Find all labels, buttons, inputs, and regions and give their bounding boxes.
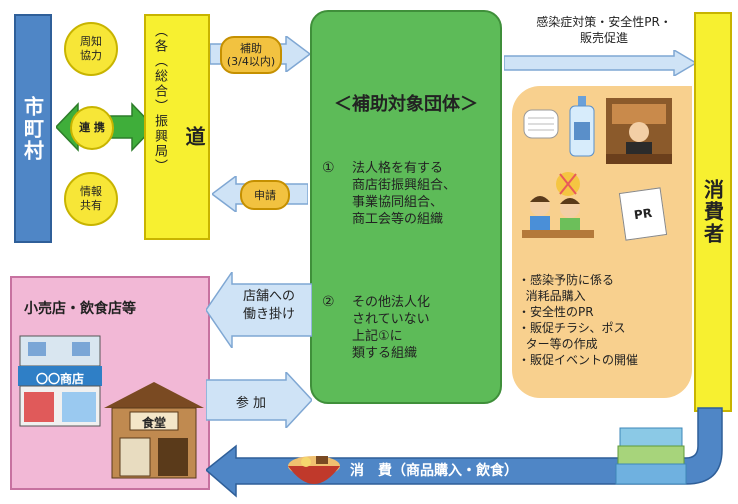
- measures-arrow: [504, 50, 696, 76]
- event-kids-icon: [522, 172, 594, 238]
- application-label: 申請: [254, 189, 276, 202]
- cooperate-circle: 連 携: [70, 106, 114, 150]
- clothes-icon: [615, 427, 687, 485]
- measure-list: ・感染予防に係る 消耗品購入 ・安全性のPR ・販促チラシ、ポス ター等の作成 …: [518, 272, 688, 368]
- cooperate-label: 連 携: [79, 121, 105, 134]
- measure-item: ・販促チラシ、ポス ター等の作成: [518, 321, 626, 351]
- participate-label: 参 加: [235, 396, 267, 411]
- consumption-arrow: [206, 407, 723, 498]
- item1-num: ①: [322, 160, 335, 176]
- subsidy-pill: 補助 (3/4以内): [220, 36, 282, 74]
- shop-sign: 〇〇商店: [35, 372, 84, 386]
- retail-title: 小売店・飲食店等: [24, 301, 136, 317]
- notify-circle: 周知 協力: [64, 22, 118, 76]
- ramen-icon: [288, 456, 340, 484]
- item1-text: 法人格を有する 商店街振興組合、 事業協同組合、 商工会等の組織: [352, 161, 457, 227]
- item2-text: その他法人化 されていない 上記①に 類する組織: [352, 295, 431, 361]
- mask-icon: [523, 109, 559, 139]
- restaurant-sign: 食堂: [141, 416, 166, 430]
- target-groups-title: ＜補助対象団体＞: [334, 94, 478, 115]
- target-groups-box: ＜補助対象団体＞ ① 法人格を有する 商店街振興組合、 事業協同組合、 商工会等…: [310, 10, 502, 404]
- application-pill: 申請: [240, 180, 290, 210]
- sanitizer-icon: [569, 96, 595, 157]
- measure-item: ・販促イベントの開催: [518, 353, 639, 367]
- consumer-box: 消費者: [694, 12, 732, 412]
- item2-num: ②: [322, 294, 335, 310]
- municipality-box: 市町村: [14, 14, 52, 243]
- prefecture-box: （各（総合）振興局） 道: [144, 14, 210, 240]
- consumption-label: 消 費（商品購入・飲食）: [350, 463, 518, 479]
- restaurant-illustration: [104, 382, 204, 479]
- outreach-label: 店舗への 働き掛け: [242, 289, 295, 322]
- consumer-label: 消費者: [700, 179, 725, 245]
- prefecture-label: 道: [182, 126, 206, 148]
- subsidy-label: 補助 (3/4以内): [226, 42, 276, 68]
- municipality-label: 市町村: [20, 95, 45, 162]
- prefecture-sub: （各（総合）振興局）: [152, 24, 167, 174]
- notify-label: 周知 協力: [80, 35, 102, 62]
- measure-item: ・安全性のPR: [518, 305, 594, 319]
- shopkeeper-icon: [606, 98, 672, 164]
- outreach-arrow: [206, 272, 312, 348]
- measure-item: ・感染予防に係る 消耗品購入: [518, 273, 615, 303]
- share-circle: 情報 共有: [64, 172, 118, 226]
- pr-card-label: PR: [633, 205, 653, 223]
- shop-illustration: [18, 335, 102, 427]
- participate-arrow: [206, 372, 312, 428]
- measures-header: 感染症対策・安全性PR・ 販売促進: [536, 15, 672, 45]
- share-label: 情報 共有: [80, 185, 102, 212]
- pr-card: PR: [618, 187, 668, 241]
